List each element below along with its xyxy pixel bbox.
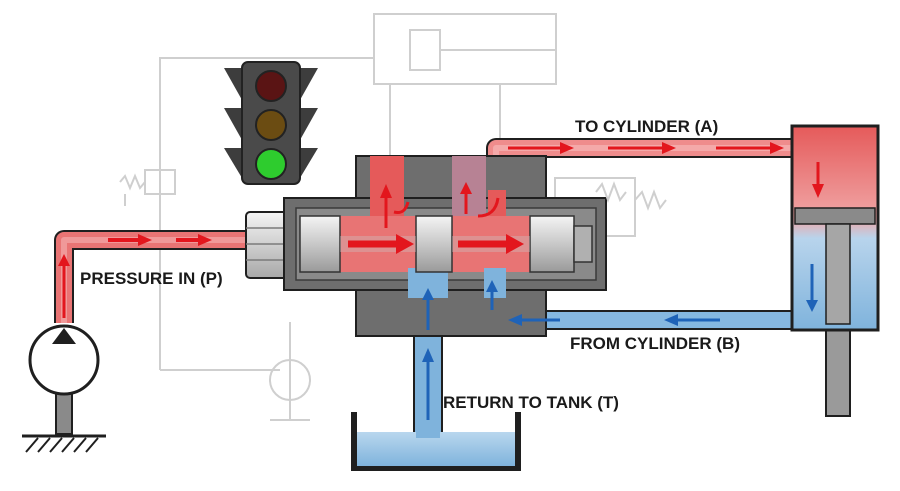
traffic-light-icon	[224, 61, 318, 185]
label-to-cylinder: TO CYLINDER (A)	[575, 117, 718, 136]
traffic-lamp-red	[255, 70, 287, 102]
spring-icon	[595, 181, 627, 203]
hydraulic-cylinder	[790, 124, 880, 417]
reservoir-tank	[351, 412, 521, 471]
traffic-lamp-amber	[255, 109, 287, 141]
cylinder-piston	[794, 207, 876, 225]
flow-arrow-from-cylinder	[486, 264, 818, 326]
pipe-fitting	[245, 211, 291, 279]
valve-body	[283, 155, 607, 337]
label-return-to-tank: RETURN TO TANK (T)	[443, 393, 619, 412]
flow-arrow-pressure-in	[58, 234, 212, 318]
flow-arrow-return-tank	[422, 288, 434, 420]
label-from-cylinder: FROM CYLINDER (B)	[570, 334, 740, 353]
flow-arrow-spool	[348, 182, 524, 254]
label-pressure-in: PRESSURE IN (P)	[80, 269, 223, 288]
ground-hatch-icon	[22, 434, 106, 453]
pump-icon	[28, 324, 100, 435]
flow-arrow-icon	[58, 142, 824, 420]
spool-land-center	[415, 215, 453, 273]
spool-land-right	[529, 215, 575, 273]
flow-arrow-to-cylinder	[508, 142, 824, 198]
traffic-lamp-green	[255, 148, 287, 180]
spool-land-left	[299, 215, 341, 273]
